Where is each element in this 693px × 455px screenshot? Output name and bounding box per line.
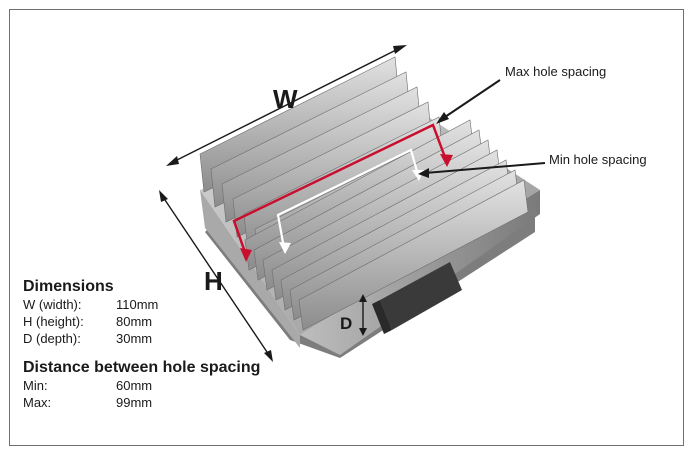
min-hole-spacing-label: Min hole spacing [549, 152, 647, 167]
spec-label: D (depth): [23, 331, 81, 346]
min-hole-leader [418, 162, 546, 178]
spec-value: 30mm [116, 331, 153, 346]
spec-label: W (width): [23, 297, 82, 312]
width-label: W [273, 84, 298, 114]
figure-border [9, 9, 684, 446]
heatsink-fins [199, 56, 529, 331]
hole-spacing-title: Distance between hole spacing [23, 359, 261, 376]
hole-spacing-section: Distance between hole spacing Min: 60mm … [23, 359, 323, 411]
spec-value: 80mm [116, 314, 153, 329]
spec-value: 60mm [116, 378, 153, 393]
height-label: H [204, 266, 223, 296]
fin [298, 179, 529, 331]
dimension-row-width: W (width): 110mm [23, 296, 323, 313]
height-dimension-arrow [159, 190, 273, 362]
width-dimension-arrow [166, 45, 407, 166]
spec-value: 110mm [116, 297, 159, 312]
spec-label: H (height): [23, 314, 84, 329]
max-hole-leader [436, 79, 501, 124]
hole-spacing-row-max: Max: 99mm [23, 394, 323, 411]
spec-label: Max: [23, 395, 52, 410]
depth-label: D [340, 314, 353, 333]
specifications: Dimensions W (width): 110mm H (height): … [23, 278, 323, 411]
spec-label: Min: [23, 378, 48, 393]
max-hole-path [232, 123, 453, 262]
dimension-row-height: H (height): 80mm [23, 313, 323, 330]
dimension-row-depth: D (depth): 30mm [23, 330, 323, 347]
spec-value: 99mm [116, 395, 153, 410]
max-hole-spacing-label: Max hole spacing [505, 64, 607, 79]
hole-spacing-row-min: Min: 60mm [23, 377, 323, 394]
depth-dimension-arrow [359, 294, 367, 336]
dimensions-title: Dimensions [23, 278, 114, 295]
dimensions-list: W (width): 110mm H (height): 80mm D (dep… [23, 296, 323, 347]
